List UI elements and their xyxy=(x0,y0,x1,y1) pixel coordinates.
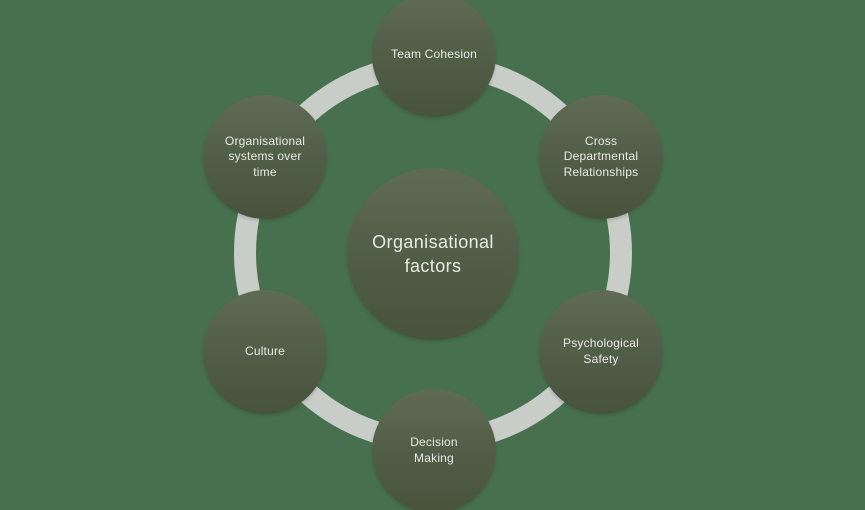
node-organisational-systems-over-time: Organisational systems over time xyxy=(203,95,327,219)
node-psychological-safety: Psychological Safety xyxy=(539,290,663,414)
node-psychological-safety-label: Psychological Safety xyxy=(563,336,639,366)
center-node-label: Organisational factors xyxy=(372,231,494,276)
center-node-organisational-factors: Organisational factors xyxy=(347,168,519,340)
node-team-cohesion: Team Cohesion xyxy=(372,0,496,117)
node-culture: Culture xyxy=(203,290,327,414)
node-decision-making: Decision Making xyxy=(372,389,496,510)
node-team-cohesion-label: Team Cohesion xyxy=(391,47,477,62)
node-cross-departmental-relationships-label: Cross Departmental Relationships xyxy=(563,133,639,179)
node-organisational-systems-over-time-label: Organisational systems over time xyxy=(224,133,306,179)
node-culture-label: Culture xyxy=(244,344,286,359)
node-cross-departmental-relationships: Cross Departmental Relationships xyxy=(539,95,663,219)
node-decision-making-label: Decision Making xyxy=(410,435,458,465)
